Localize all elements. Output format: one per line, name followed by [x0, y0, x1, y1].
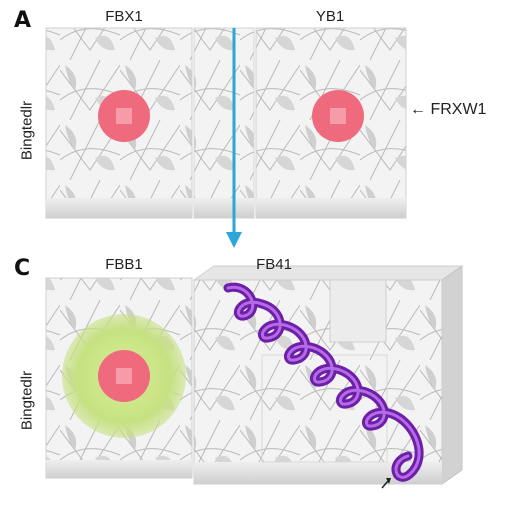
callout-label: ← FRXW1 — [410, 101, 487, 118]
panel-c-side-label: Bingtedlr — [18, 370, 36, 431]
panel-c-left-block-base — [46, 460, 192, 478]
panel-a — [45, 27, 407, 219]
panel-c-halo-marker — [62, 314, 186, 438]
panel-a-middle-strip — [193, 27, 255, 219]
panel-a-side-label: Bingtedlr — [18, 100, 36, 161]
panel-c — [45, 265, 464, 489]
panel-a-right-marker — [312, 90, 364, 142]
panel-c-title-right: FB41 — [256, 256, 292, 273]
down-arrow-icon — [226, 28, 242, 248]
panel-c-title-left: FBB1 — [105, 256, 143, 273]
panel-c-letter: C — [14, 256, 31, 281]
purple-helix — [223, 282, 424, 482]
panel-a-left-marker — [98, 90, 150, 142]
panel-a-left-block-base — [46, 198, 192, 218]
panel-a-title-right: YB1 — [315, 8, 345, 25]
panel-a-title-left: FBX1 — [105, 8, 143, 25]
panel-a-middle-strip-base — [194, 198, 254, 218]
panel-a-right-block-base — [256, 198, 406, 218]
small-pointer-icon — [381, 478, 391, 489]
panel-a-letter: A — [14, 8, 32, 33]
